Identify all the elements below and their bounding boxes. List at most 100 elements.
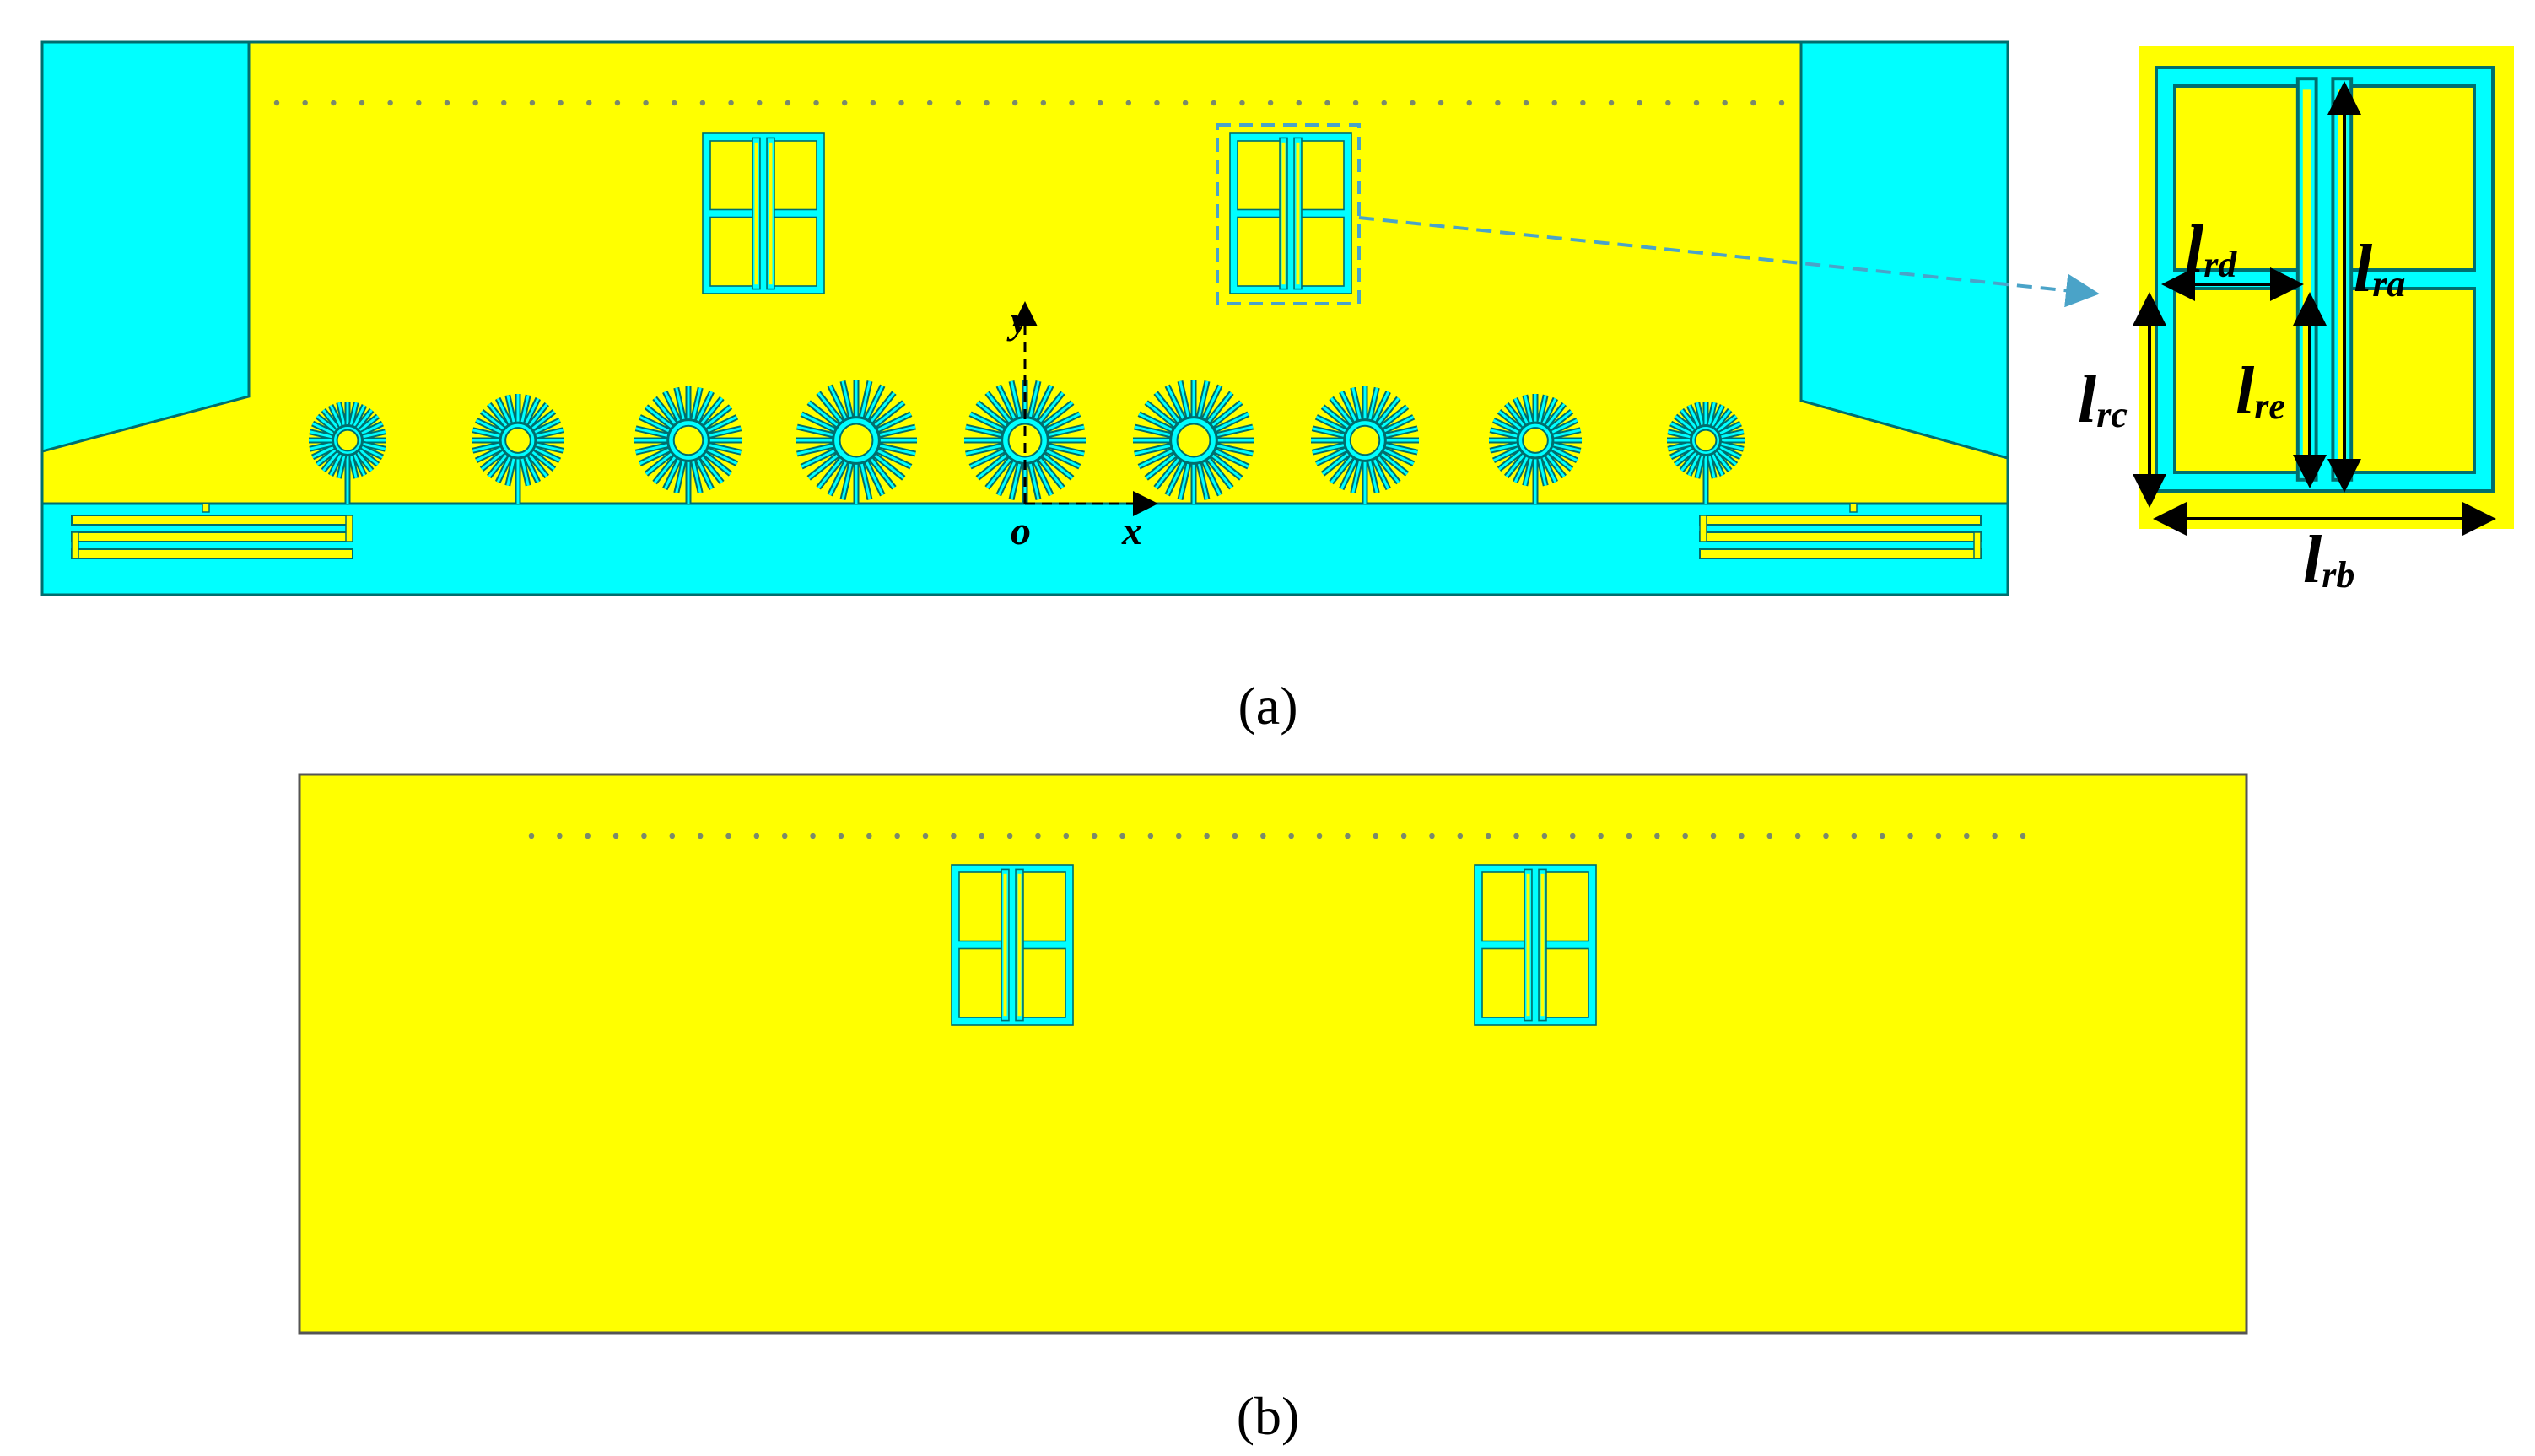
dipole-spoke-inner bbox=[702, 415, 738, 435]
dipole-spoke-inner bbox=[828, 456, 849, 496]
dipole-spoke-inner bbox=[1145, 450, 1181, 480]
dipole-spoke-inner bbox=[1211, 425, 1254, 438]
dipole-center bbox=[1176, 423, 1211, 458]
via-hole bbox=[1964, 833, 1970, 839]
dipole-spoke-inner bbox=[1707, 451, 1716, 479]
dipole-element bbox=[796, 380, 917, 504]
via-hole bbox=[612, 833, 619, 839]
dipole-spoke-inner bbox=[693, 391, 714, 427]
via-hole bbox=[528, 833, 535, 839]
dipole-spoke-inner bbox=[359, 430, 386, 439]
dipole-spoke-inner bbox=[357, 444, 384, 459]
dipole-spoke-inner bbox=[311, 444, 338, 459]
dipole-spoke-inner bbox=[796, 443, 839, 456]
via-hole bbox=[753, 833, 760, 839]
via-hole bbox=[1580, 100, 1586, 106]
dipole-spoke-inner bbox=[1707, 402, 1716, 429]
dipole-spoke-inner bbox=[1712, 448, 1731, 472]
resonator-cell bbox=[1541, 947, 1589, 1018]
dipole-spoke-inner bbox=[1010, 380, 1022, 423]
dipole-spoke-inner bbox=[1211, 443, 1254, 456]
meander-segment bbox=[71, 531, 353, 542]
dipole-spoke-inner bbox=[526, 403, 548, 431]
via-hole bbox=[1176, 833, 1182, 839]
dipole-spoke-inner bbox=[690, 456, 702, 493]
dipole-spoke-inner bbox=[869, 450, 905, 480]
via-hole bbox=[387, 100, 393, 106]
zoom-arrow bbox=[1358, 216, 2100, 308]
dipole-spoke-inner bbox=[817, 453, 846, 489]
via-hole bbox=[1551, 100, 1557, 106]
dipole-element bbox=[634, 386, 742, 504]
dipole-spoke-inner bbox=[1524, 395, 1534, 428]
resonator-finger bbox=[2302, 89, 2311, 469]
dipole-spoke-inner bbox=[1145, 401, 1181, 430]
dipole-spoke-inner bbox=[1492, 445, 1524, 462]
via-hole bbox=[1739, 833, 1745, 839]
via-hole bbox=[1710, 833, 1717, 839]
dipole-spoke-inner bbox=[704, 442, 742, 454]
dipole-spoke-inner bbox=[1370, 454, 1390, 490]
dipole-spoke-inner bbox=[869, 401, 905, 430]
dipole-spoke-inner bbox=[522, 397, 540, 429]
dipole-spoke-inner bbox=[1351, 456, 1363, 493]
front-resonators bbox=[702, 132, 1352, 294]
via-hole bbox=[1069, 100, 1075, 106]
dipole-spoke-inner bbox=[653, 397, 680, 429]
dipole-spoke-inner bbox=[1196, 457, 1209, 500]
via-hole bbox=[1992, 833, 1998, 839]
dipole-element bbox=[309, 402, 386, 504]
via-hole bbox=[813, 100, 819, 106]
meander-stub bbox=[202, 503, 210, 513]
dipole-spoke-inner bbox=[965, 425, 1008, 438]
coordinate-axes: y x o bbox=[1006, 299, 1158, 553]
dipole-spoke-inner bbox=[871, 413, 912, 434]
dipole-spoke-inner bbox=[488, 450, 510, 477]
dipole-spoke-inner bbox=[997, 385, 1018, 425]
via-hole bbox=[1296, 100, 1302, 106]
dipole-spoke-inner bbox=[635, 427, 673, 439]
dipole-spoke-inner bbox=[817, 391, 846, 428]
dipole-spoke-inner bbox=[337, 402, 347, 429]
dipole-spoke-inner bbox=[675, 456, 687, 493]
via-hole bbox=[838, 833, 844, 839]
resonator-cell bbox=[709, 140, 758, 211]
dipole-spoke-inner bbox=[1134, 425, 1177, 438]
dipole-spoke-inner bbox=[1179, 457, 1191, 500]
dipole-spoke-inner bbox=[329, 404, 344, 431]
dipole-spoke-inner bbox=[841, 380, 854, 423]
via-hole bbox=[984, 100, 990, 106]
dipole-spoke-inner bbox=[645, 405, 677, 432]
resonator-cell bbox=[958, 871, 1006, 942]
via-hole bbox=[699, 100, 706, 106]
dipole-spoke-inner bbox=[1315, 415, 1351, 435]
dipole-spoke-inner bbox=[1204, 453, 1233, 489]
dipole-spoke-inner bbox=[488, 403, 510, 431]
dipole-spoke-inner bbox=[1548, 442, 1581, 452]
dipole-spoke-inner bbox=[1166, 456, 1187, 496]
resonator-finger bbox=[1281, 142, 1286, 285]
dipole-spoke-inner bbox=[859, 457, 871, 500]
via-hole bbox=[1766, 833, 1772, 839]
front-main-metal bbox=[40, 40, 2009, 505]
dipole-spoke-inner bbox=[531, 442, 564, 452]
dipole-spoke-inner bbox=[1547, 445, 1578, 462]
resonator-cell bbox=[769, 216, 817, 287]
dipole-spoke-inner bbox=[322, 409, 342, 433]
via-hole bbox=[866, 833, 872, 839]
resonator-cell bbox=[1237, 140, 1285, 211]
dipole-spoke-inner bbox=[357, 422, 384, 437]
via-hole bbox=[1598, 833, 1604, 839]
dipole-center bbox=[1007, 423, 1043, 458]
dipole-spoke-inner bbox=[530, 445, 561, 462]
dipole-spoke-inner bbox=[351, 450, 366, 477]
dipole-spoke-inner bbox=[697, 452, 724, 483]
axis-x-label: x bbox=[1121, 509, 1142, 553]
dipole-spoke-inner bbox=[969, 413, 1010, 434]
dipole-element bbox=[964, 380, 1086, 504]
dipole-spoke-inner bbox=[1680, 448, 1700, 472]
dipole-element bbox=[1133, 380, 1254, 504]
dipole-spoke-inner bbox=[1209, 447, 1249, 468]
meander-segment bbox=[1699, 531, 1982, 542]
via-hole bbox=[1040, 100, 1047, 106]
